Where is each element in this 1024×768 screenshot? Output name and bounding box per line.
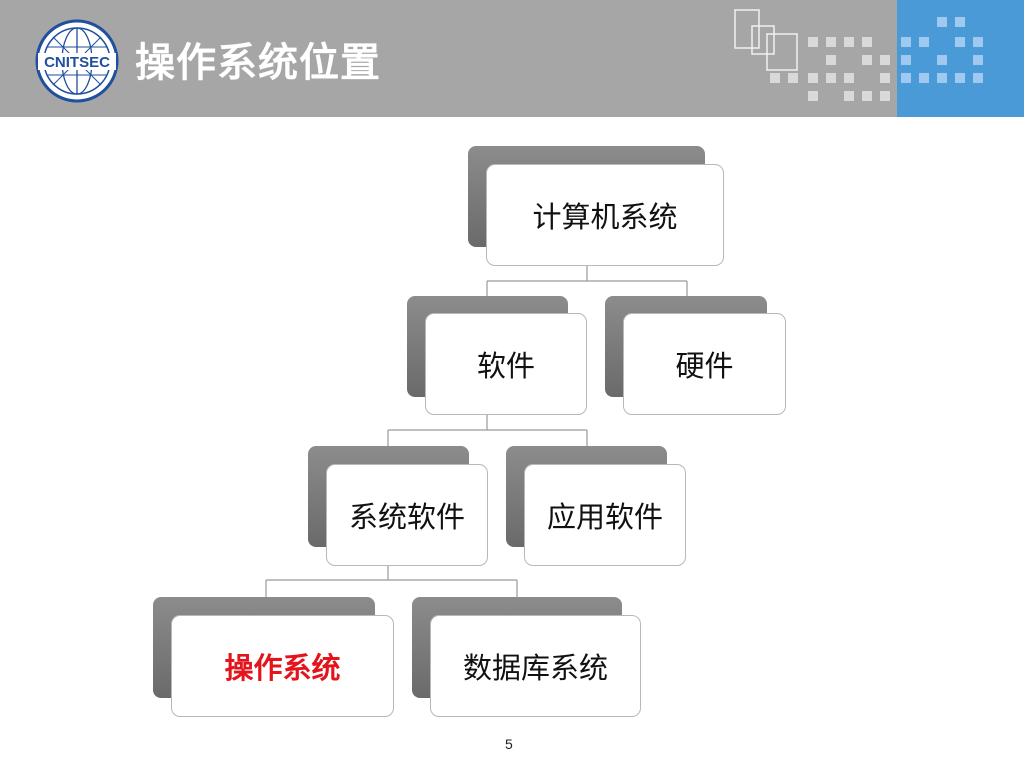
logo-text: CNITSEC bbox=[44, 54, 110, 71]
node-label: 计算机系统 bbox=[486, 164, 724, 266]
node-label: 系统软件 bbox=[326, 464, 488, 566]
node-label: 硬件 bbox=[623, 313, 786, 415]
node-label-highlighted: 操作系统 bbox=[171, 615, 394, 717]
slide-title: 操作系统位置 bbox=[135, 40, 381, 86]
cnitsec-globe-logo-icon: CNITSEC bbox=[35, 19, 119, 103]
node-label: 数据库系统 bbox=[430, 615, 641, 717]
page-number: 5 bbox=[505, 736, 513, 752]
decorative-squares bbox=[734, 9, 983, 101]
node-label: 软件 bbox=[425, 313, 587, 415]
node-label: 应用软件 bbox=[524, 464, 686, 566]
